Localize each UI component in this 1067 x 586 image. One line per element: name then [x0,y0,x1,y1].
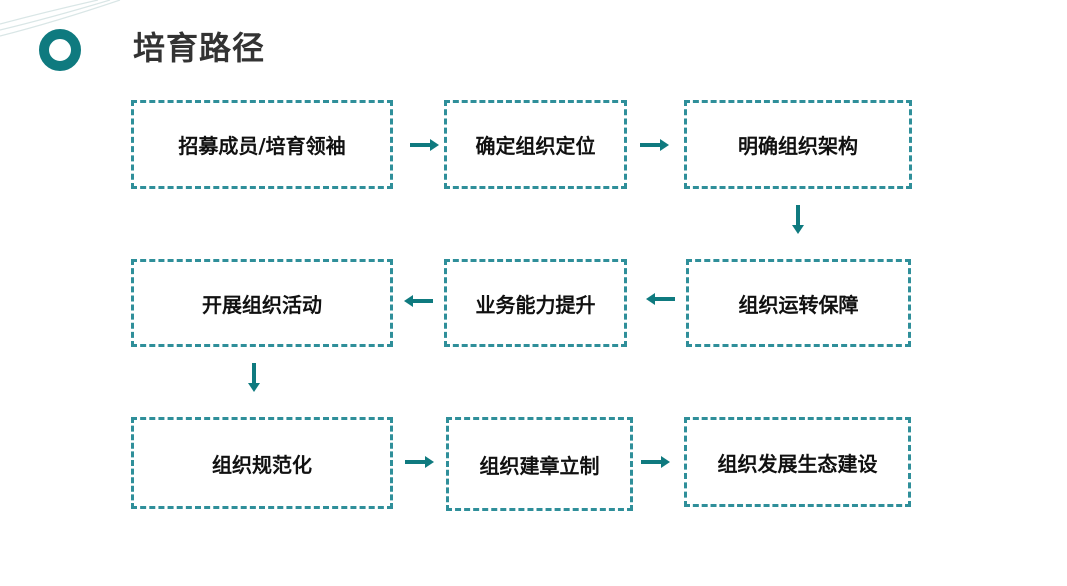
page-title: 培育路径 [133,29,266,67]
arrow-right-icon [405,456,434,468]
step-label: 业务能力提升 [475,292,596,317]
title-ring-icon [39,29,81,71]
step-label: 开展组织活动 [202,292,322,317]
corner-decoration [0,0,121,37]
step-box-8: 组织建章立制 [446,417,633,511]
arrow-right-icon [410,139,439,151]
step-label: 组织规范化 [212,452,312,477]
step-box-4: 组织运转保障 [686,259,911,347]
arrow-right-icon [640,139,669,151]
step-box-3: 明确组织架构 [684,100,912,189]
step-box-1: 招募成员/培育领袖 [131,100,393,189]
step-box-6: 开展组织活动 [131,259,393,347]
step-label: 招募成员/培育领袖 [178,134,346,158]
arrow-left-icon [646,293,675,305]
step-box-2: 确定组织定位 [444,100,627,189]
step-box-7: 组织规范化 [131,417,393,509]
arrow-left-icon [404,295,433,307]
arrow-right-icon [641,456,670,468]
step-label: 组织建章立制 [479,453,600,478]
step-label: 确定组织定位 [475,134,596,158]
step-label: 组织发展生态建设 [717,451,878,476]
step-label: 组织运转保障 [738,292,859,317]
step-box-5: 业务能力提升 [444,259,627,347]
arrow-down-icon [248,363,260,392]
step-box-9: 组织发展生态建设 [684,417,911,507]
arrow-down-icon [792,205,804,234]
step-label: 明确组织架构 [738,134,858,158]
